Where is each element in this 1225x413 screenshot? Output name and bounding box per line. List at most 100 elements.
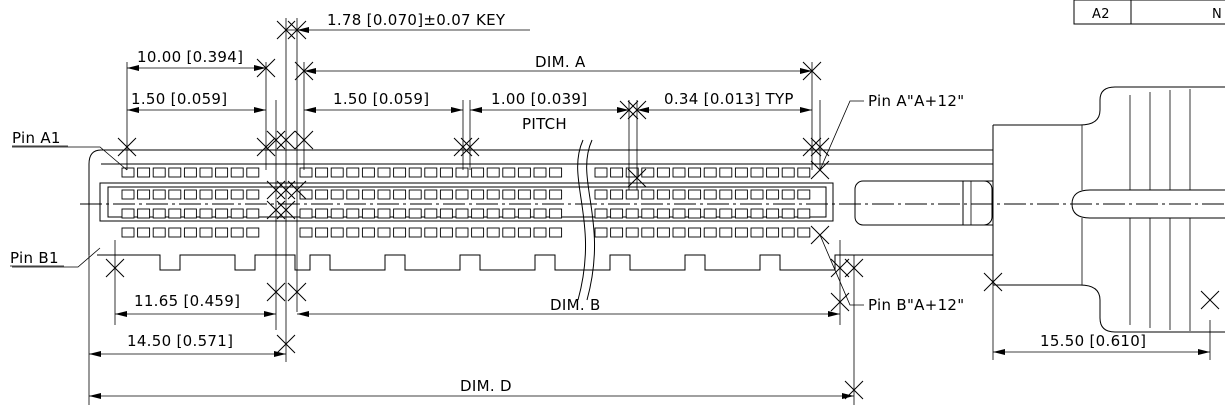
pin-pad bbox=[377, 208, 391, 219]
pin-pad bbox=[246, 189, 260, 200]
pin-pad bbox=[424, 208, 438, 219]
pin-pad bbox=[672, 227, 686, 238]
pin-pad bbox=[361, 189, 375, 200]
datum-x-marker bbox=[810, 137, 830, 157]
pin-pad bbox=[719, 227, 733, 238]
pin-pad bbox=[168, 227, 182, 238]
pin-rows bbox=[121, 167, 811, 238]
pin-pad bbox=[393, 208, 407, 219]
pin-pad bbox=[330, 167, 344, 178]
datum-x-marker bbox=[287, 20, 307, 40]
pin-a1-label: Pin A1 bbox=[12, 129, 61, 147]
pin-pad bbox=[315, 189, 329, 200]
pin-pad bbox=[377, 189, 391, 200]
pin-pad bbox=[330, 189, 344, 200]
pin-pad bbox=[594, 189, 608, 200]
pin-pad bbox=[455, 189, 469, 200]
datum-x-marker bbox=[256, 58, 276, 78]
pin-pad bbox=[750, 167, 764, 178]
pin-pad bbox=[734, 189, 748, 200]
dim-15-50-label: 15.50 [0.610] bbox=[1040, 332, 1146, 350]
pin-pad bbox=[455, 227, 469, 238]
datum-x-marker bbox=[266, 130, 286, 150]
pin-pad bbox=[424, 227, 438, 238]
pin-pad bbox=[703, 208, 717, 219]
pin-pad bbox=[230, 208, 244, 219]
pin-pad bbox=[393, 167, 407, 178]
datum-x-marker bbox=[105, 258, 125, 278]
datum-x-marker bbox=[294, 130, 314, 150]
datum-x-marker bbox=[266, 282, 286, 302]
extension-lines bbox=[88, 18, 1211, 405]
datum-x-marker bbox=[830, 258, 850, 278]
pin-pad bbox=[703, 189, 717, 200]
pin-pad bbox=[594, 208, 608, 219]
pin-pad bbox=[610, 167, 624, 178]
pin-pad bbox=[688, 189, 702, 200]
pin-pad bbox=[797, 167, 811, 178]
pin-pad bbox=[734, 208, 748, 219]
pin-pad bbox=[246, 227, 260, 238]
pin-pad bbox=[549, 208, 563, 219]
pin-pad bbox=[672, 167, 686, 178]
pin-pad bbox=[408, 208, 422, 219]
pin-pad bbox=[330, 208, 344, 219]
pin-pad bbox=[625, 208, 639, 219]
datum-x-marker bbox=[453, 137, 473, 157]
dim-1-00-label: 1.00 [0.039] bbox=[491, 90, 587, 108]
pin-pad bbox=[688, 227, 702, 238]
pin-pad bbox=[152, 189, 166, 200]
pin-pad bbox=[315, 227, 329, 238]
pin-pad bbox=[393, 189, 407, 200]
pin-pad bbox=[137, 189, 151, 200]
pin-pad bbox=[346, 227, 360, 238]
datum-x-marker bbox=[802, 61, 822, 81]
datum-x-marker bbox=[1200, 290, 1220, 310]
pin-pad bbox=[346, 208, 360, 219]
pin-pad bbox=[299, 167, 313, 178]
pin-labels: Pin A1 Pin B1 Pin A"A+12" Pin B"A+12" bbox=[10, 92, 964, 314]
pin-pad bbox=[533, 208, 547, 219]
pin-pad bbox=[750, 189, 764, 200]
datum-x-marker bbox=[619, 100, 639, 120]
pin-pad bbox=[641, 189, 655, 200]
pin-pad bbox=[168, 189, 182, 200]
pin-pad bbox=[672, 208, 686, 219]
datum-x-marker bbox=[287, 282, 307, 302]
pin-pad bbox=[199, 227, 213, 238]
pin-pad bbox=[656, 167, 670, 178]
break-lines bbox=[577, 139, 595, 301]
pin-pad bbox=[750, 208, 764, 219]
pin-pad bbox=[766, 167, 780, 178]
pin-pad bbox=[672, 189, 686, 200]
pin-pad bbox=[361, 227, 375, 238]
pin-pad bbox=[517, 167, 531, 178]
pin-pad bbox=[299, 227, 313, 238]
pin-pad bbox=[230, 189, 244, 200]
pin-pad bbox=[549, 189, 563, 200]
pin-pad bbox=[471, 227, 485, 238]
pin-pad bbox=[641, 208, 655, 219]
datum-x-marker bbox=[287, 180, 307, 200]
pin-pad bbox=[215, 167, 229, 178]
pin-pad bbox=[315, 208, 329, 219]
datum-x-marker bbox=[266, 180, 286, 200]
pin-pad bbox=[199, 167, 213, 178]
pin-pad bbox=[486, 208, 500, 219]
dimension-labels: 1.78 [0.070]±0.07 KEY 10.00 [0.394] DIM.… bbox=[127, 11, 1146, 395]
pin-pad bbox=[781, 189, 795, 200]
pin-pad bbox=[408, 227, 422, 238]
pin-pad bbox=[610, 189, 624, 200]
pin-pad bbox=[168, 167, 182, 178]
pin-pad bbox=[766, 227, 780, 238]
pin-pad bbox=[424, 189, 438, 200]
pin-pad bbox=[594, 167, 608, 178]
pin-a-last-label: Pin A"A+12" bbox=[868, 92, 964, 110]
pin-pad bbox=[750, 227, 764, 238]
pin-pad bbox=[137, 208, 151, 219]
pin-pad bbox=[215, 227, 229, 238]
pin-pad bbox=[439, 227, 453, 238]
datum-x-marker bbox=[276, 130, 296, 150]
pin-pad bbox=[183, 167, 197, 178]
